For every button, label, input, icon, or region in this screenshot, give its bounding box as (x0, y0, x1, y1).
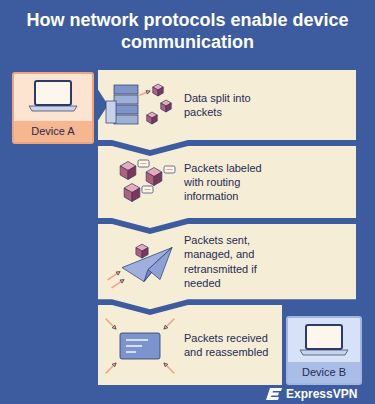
title-block: How network protocols enable device comm… (25, 10, 350, 54)
routing-tag (142, 186, 153, 193)
motion-line (140, 91, 150, 95)
tag-line (145, 189, 151, 190)
arrow-head (146, 91, 150, 95)
laptop-icon (29, 81, 77, 111)
cube-side (166, 103, 171, 112)
node-shape (98, 305, 282, 385)
step-icon (108, 244, 172, 287)
data-stack (114, 105, 138, 114)
arrow-head (164, 363, 168, 367)
device-box: Device B (286, 316, 362, 385)
device-box: Device A (12, 72, 94, 144)
packet-line (126, 339, 148, 340)
cube-side (158, 87, 163, 96)
laptop-base (300, 350, 348, 355)
device-label: Device A (14, 121, 92, 142)
packet-line (126, 351, 136, 352)
data-stack (114, 95, 138, 104)
motion-line (108, 272, 120, 280)
step-outline (98, 70, 356, 150)
cube-side (120, 166, 128, 180)
cube-side (146, 172, 154, 186)
motion-line (106, 363, 116, 373)
process-step: Packets received and reassembled (98, 305, 282, 385)
laptop-icon (300, 325, 348, 355)
step-text: Packets received and reassembled (184, 331, 276, 360)
arrow-head (164, 325, 168, 329)
cube-side (147, 115, 152, 124)
step-outline (98, 146, 356, 228)
cube-side (152, 115, 157, 124)
cube-side (161, 103, 166, 112)
step-icon (106, 319, 174, 373)
laptop-screen (306, 325, 342, 349)
step-text: Packets sent, managed, and retransmitted… (184, 233, 276, 290)
brand-name: ExpressVPN (286, 387, 357, 401)
arrow-head (116, 272, 120, 276)
routing-tag (138, 160, 149, 167)
step-text: Packets labeled with routing information (184, 161, 276, 204)
laptop-screen (35, 81, 71, 105)
data-stack (114, 115, 138, 124)
cube-side (136, 248, 142, 259)
process-step: Packets labeled with routing information (98, 146, 356, 218)
arrow-head (112, 363, 116, 367)
arrow-head (112, 325, 116, 329)
laptop-base (29, 106, 77, 111)
paper-plane (148, 248, 172, 280)
paper-plane (122, 248, 172, 282)
reassembled-packet (120, 333, 160, 359)
step-icon (106, 84, 171, 124)
data-stack (114, 85, 138, 94)
motion-line (106, 319, 116, 329)
cube-side (128, 166, 136, 180)
node-shape (14, 74, 92, 120)
tag-line (167, 169, 173, 170)
step-icon (120, 160, 175, 202)
motion-line (164, 363, 174, 373)
motion-line (164, 319, 174, 329)
data-stack (106, 101, 116, 123)
arrow-head (120, 280, 124, 284)
brand-mark (266, 388, 282, 400)
node-shape (98, 70, 356, 140)
brand-logo: ExpressVPN (266, 387, 357, 401)
tag-line (141, 163, 147, 164)
process-step: Packets sent, managed, and retransmitted… (98, 224, 356, 299)
cube-side (132, 188, 140, 202)
routing-tag (164, 166, 175, 173)
step-outline (98, 305, 282, 385)
brand-icon (266, 388, 282, 400)
cube-side (153, 87, 158, 96)
cube-side (154, 172, 162, 186)
cube-side (142, 248, 148, 259)
step-text: Data split into packets (184, 91, 276, 120)
motion-line (112, 280, 124, 288)
packet-line (126, 345, 142, 346)
device-label: Device B (288, 362, 360, 383)
process-step: Data split into packets (98, 70, 356, 140)
cube-side (124, 188, 132, 202)
diagram-title: How network protocols enable device comm… (25, 10, 350, 54)
step-outline (98, 224, 356, 309)
node-shape (288, 318, 360, 364)
